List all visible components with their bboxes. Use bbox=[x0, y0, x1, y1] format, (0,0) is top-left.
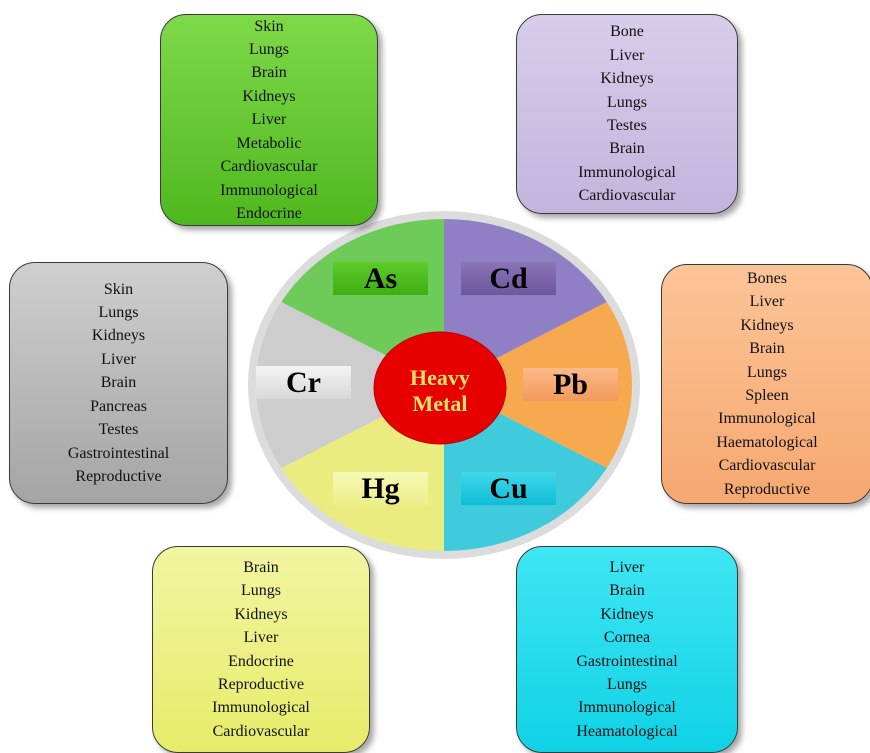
center-circle bbox=[373, 331, 507, 445]
organ-item: Lungs bbox=[248, 41, 289, 59]
organ-item: Gastrointestinal bbox=[576, 652, 678, 670]
organ-item: Endocrine bbox=[236, 204, 302, 222]
organ-item: Immunological bbox=[578, 163, 676, 181]
organ-item: Kidneys bbox=[740, 316, 794, 334]
organ-item: Liver bbox=[243, 629, 279, 647]
organ-item: Brain bbox=[609, 140, 645, 158]
organ-item: Cardiovascular bbox=[212, 722, 310, 740]
label-cd: Cd bbox=[461, 262, 556, 295]
segment-cd bbox=[444, 219, 607, 385]
organ-item: Immunological bbox=[718, 410, 816, 428]
organ-item: Kidneys bbox=[600, 605, 654, 623]
organ-item: Endocrine bbox=[228, 652, 294, 670]
organ-item: Liver bbox=[609, 558, 645, 576]
label-as: As bbox=[333, 262, 428, 295]
organ-item: Immunological bbox=[220, 181, 318, 199]
organ-item: Testes bbox=[607, 117, 647, 134]
organ-item: Cornea bbox=[603, 629, 651, 647]
center-title-line-1: Heavy bbox=[410, 365, 470, 390]
organ-item: Kidneys bbox=[600, 70, 654, 88]
organ-item: Heamatological bbox=[576, 722, 678, 740]
organ-item: Pancreas bbox=[90, 397, 147, 415]
organ-item: Lungs bbox=[606, 93, 647, 111]
organ-item: Brain bbox=[100, 374, 137, 392]
organ-item: Haematological bbox=[716, 433, 818, 451]
organ-item: Immunological bbox=[578, 699, 676, 717]
label-hg: Hg bbox=[333, 472, 428, 505]
organ-item: Kidneys bbox=[234, 605, 288, 623]
organ-item: Brain bbox=[251, 64, 287, 82]
organ-item: Cardiovascular bbox=[578, 187, 676, 205]
organ-item: Reproductive bbox=[723, 480, 811, 498]
center-title: Heavy Metal bbox=[371, 351, 509, 431]
organ-item: Cardiovascular bbox=[220, 158, 318, 176]
organ-item: Testes bbox=[98, 421, 139, 439]
organ-item: Gastrointestinal bbox=[67, 444, 170, 462]
organ-item: Lungs bbox=[746, 363, 787, 381]
organ-item: Bone bbox=[610, 23, 644, 41]
organ-item: Reproductive bbox=[75, 467, 162, 485]
organ-item: Lungs bbox=[98, 304, 139, 322]
organ-item: Liver bbox=[101, 350, 136, 368]
center-title-line-2: Metal bbox=[412, 391, 468, 416]
organ-item: Liver bbox=[251, 111, 287, 129]
organ-item: Kidneys bbox=[242, 87, 296, 105]
organ-item: Liver bbox=[609, 46, 645, 64]
organ-item: Liver bbox=[749, 293, 785, 311]
organ-item: Cardiovascular bbox=[718, 457, 816, 475]
organ-item: Reproductive bbox=[217, 675, 305, 693]
organ-item: Immunological bbox=[212, 699, 310, 717]
label-pb: Pb bbox=[523, 368, 618, 401]
label-cr: Cr bbox=[256, 366, 351, 399]
organ-item: Lungs bbox=[607, 675, 647, 693]
organ-item: Skin bbox=[103, 280, 134, 298]
organ-item: Skin bbox=[254, 17, 284, 35]
organ-item: Bones bbox=[746, 269, 787, 287]
label-cu: Cu bbox=[461, 472, 556, 505]
organ-item: Kidneys bbox=[91, 327, 146, 345]
organ-item: Brain bbox=[609, 582, 645, 600]
organ-item: Brain bbox=[243, 558, 279, 576]
organ-item: Spleen bbox=[745, 387, 789, 404]
organ-item: Brain bbox=[749, 340, 785, 358]
organ-item: Lungs bbox=[240, 582, 281, 600]
organ-item: Metabolic bbox=[236, 134, 302, 152]
